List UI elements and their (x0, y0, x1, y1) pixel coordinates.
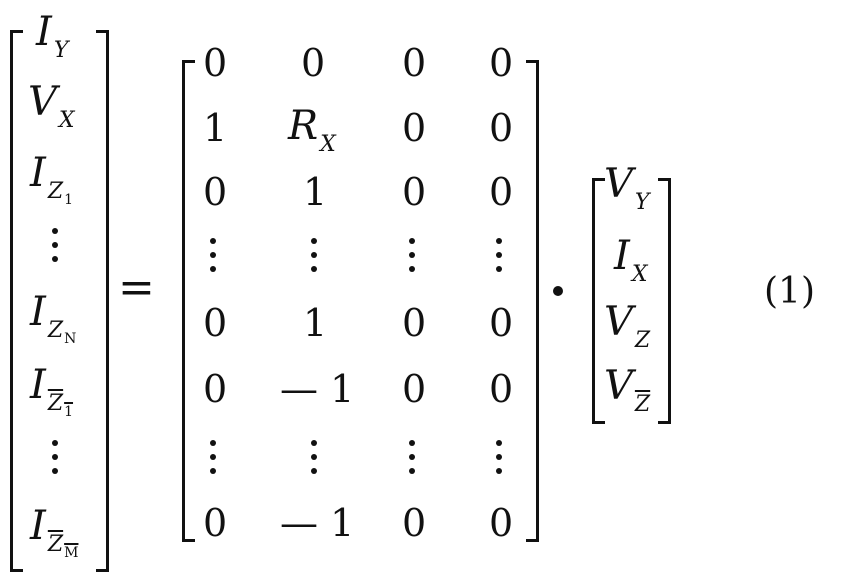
lhs-bracket-right (96, 30, 109, 572)
matrix-cell-r7-c0: 0 (203, 501, 228, 545)
matrix-cell-r2-c3: 0 (489, 170, 514, 214)
matrix-cell-r1-c1: RX (288, 103, 336, 157)
matrix-dots-r3-c3 (496, 238, 502, 274)
matrix-cell-r1-c3: 0 (489, 106, 514, 150)
equals-sign: = (118, 262, 155, 313)
rhs-entry-ix: IX (614, 233, 648, 287)
matrix-cell-r4-c2: 0 (402, 301, 427, 345)
matrix-cell-r5-c2: 0 (402, 367, 427, 411)
multiply-dot (553, 286, 563, 296)
matrix-cell-r2-c2: 0 (402, 170, 427, 214)
matrix-dots-r6-c3 (496, 440, 502, 476)
matrix-cell-r5-c3: 0 (489, 367, 514, 411)
matrix-dots-r3-c2 (409, 238, 415, 274)
matrix-cell-r4-c3: 0 (489, 301, 514, 345)
matrix-cell-r4-c1: 1 (303, 301, 328, 345)
matrix-cell-r7-c3: 0 (489, 501, 514, 545)
rhs-bracket-right (658, 178, 671, 424)
rhs-entry-vz-bar: VZ (604, 363, 651, 417)
rhs-entry-vy: VY (604, 161, 650, 215)
matrix-dots-r3-c1 (311, 238, 317, 274)
matrix-dots-r6-c0 (210, 440, 216, 476)
matrix-cell-r0-c2: 0 (402, 41, 427, 85)
matrix-cell-r2-c1: 1 (303, 170, 328, 214)
matrix-cell-r7-c2: 0 (402, 501, 427, 545)
matrix-dots-r6-c1 (311, 440, 317, 476)
matrix-bracket-right (526, 60, 539, 542)
matrix-cell-r7-c1: — 1 (280, 501, 355, 545)
lhs-entry-izn: IZN (30, 289, 77, 347)
equation-number: (1) (764, 271, 815, 312)
matrix-cell-r0-c0: 0 (203, 41, 228, 85)
matrix-cell-r0-c1: 0 (301, 41, 326, 85)
lhs-entry-izm-bar: IZM (30, 503, 79, 561)
matrix-cell-r1-c2: 0 (402, 106, 427, 150)
matrix-dots-r6-c2 (409, 440, 415, 476)
matrix-cell-r0-c3: 0 (489, 41, 514, 85)
lhs-vertical-dots-2 (52, 440, 58, 476)
lhs-entry-iz1: IZ1 (30, 150, 74, 208)
lhs-bracket-left (10, 30, 23, 572)
lhs-vertical-dots-1 (52, 228, 58, 264)
lhs-entry-iy: IY (36, 9, 69, 63)
matrix-bracket-left (182, 60, 195, 542)
lhs-entry-vx: VX (28, 79, 75, 133)
matrix-dots-r3-c0 (210, 238, 216, 274)
rhs-bracket-left (592, 178, 605, 424)
matrix-cell-r2-c0: 0 (203, 170, 228, 214)
matrix-cell-r5-c0: 0 (203, 367, 228, 411)
rhs-entry-vz: VZ (604, 299, 651, 353)
matrix-cell-r5-c1: — 1 (280, 367, 355, 411)
lhs-entry-iz1-bar: IZ1 (30, 362, 74, 420)
matrix-cell-r1-c0: 1 (203, 106, 228, 150)
matrix-cell-r4-c0: 0 (203, 301, 228, 345)
